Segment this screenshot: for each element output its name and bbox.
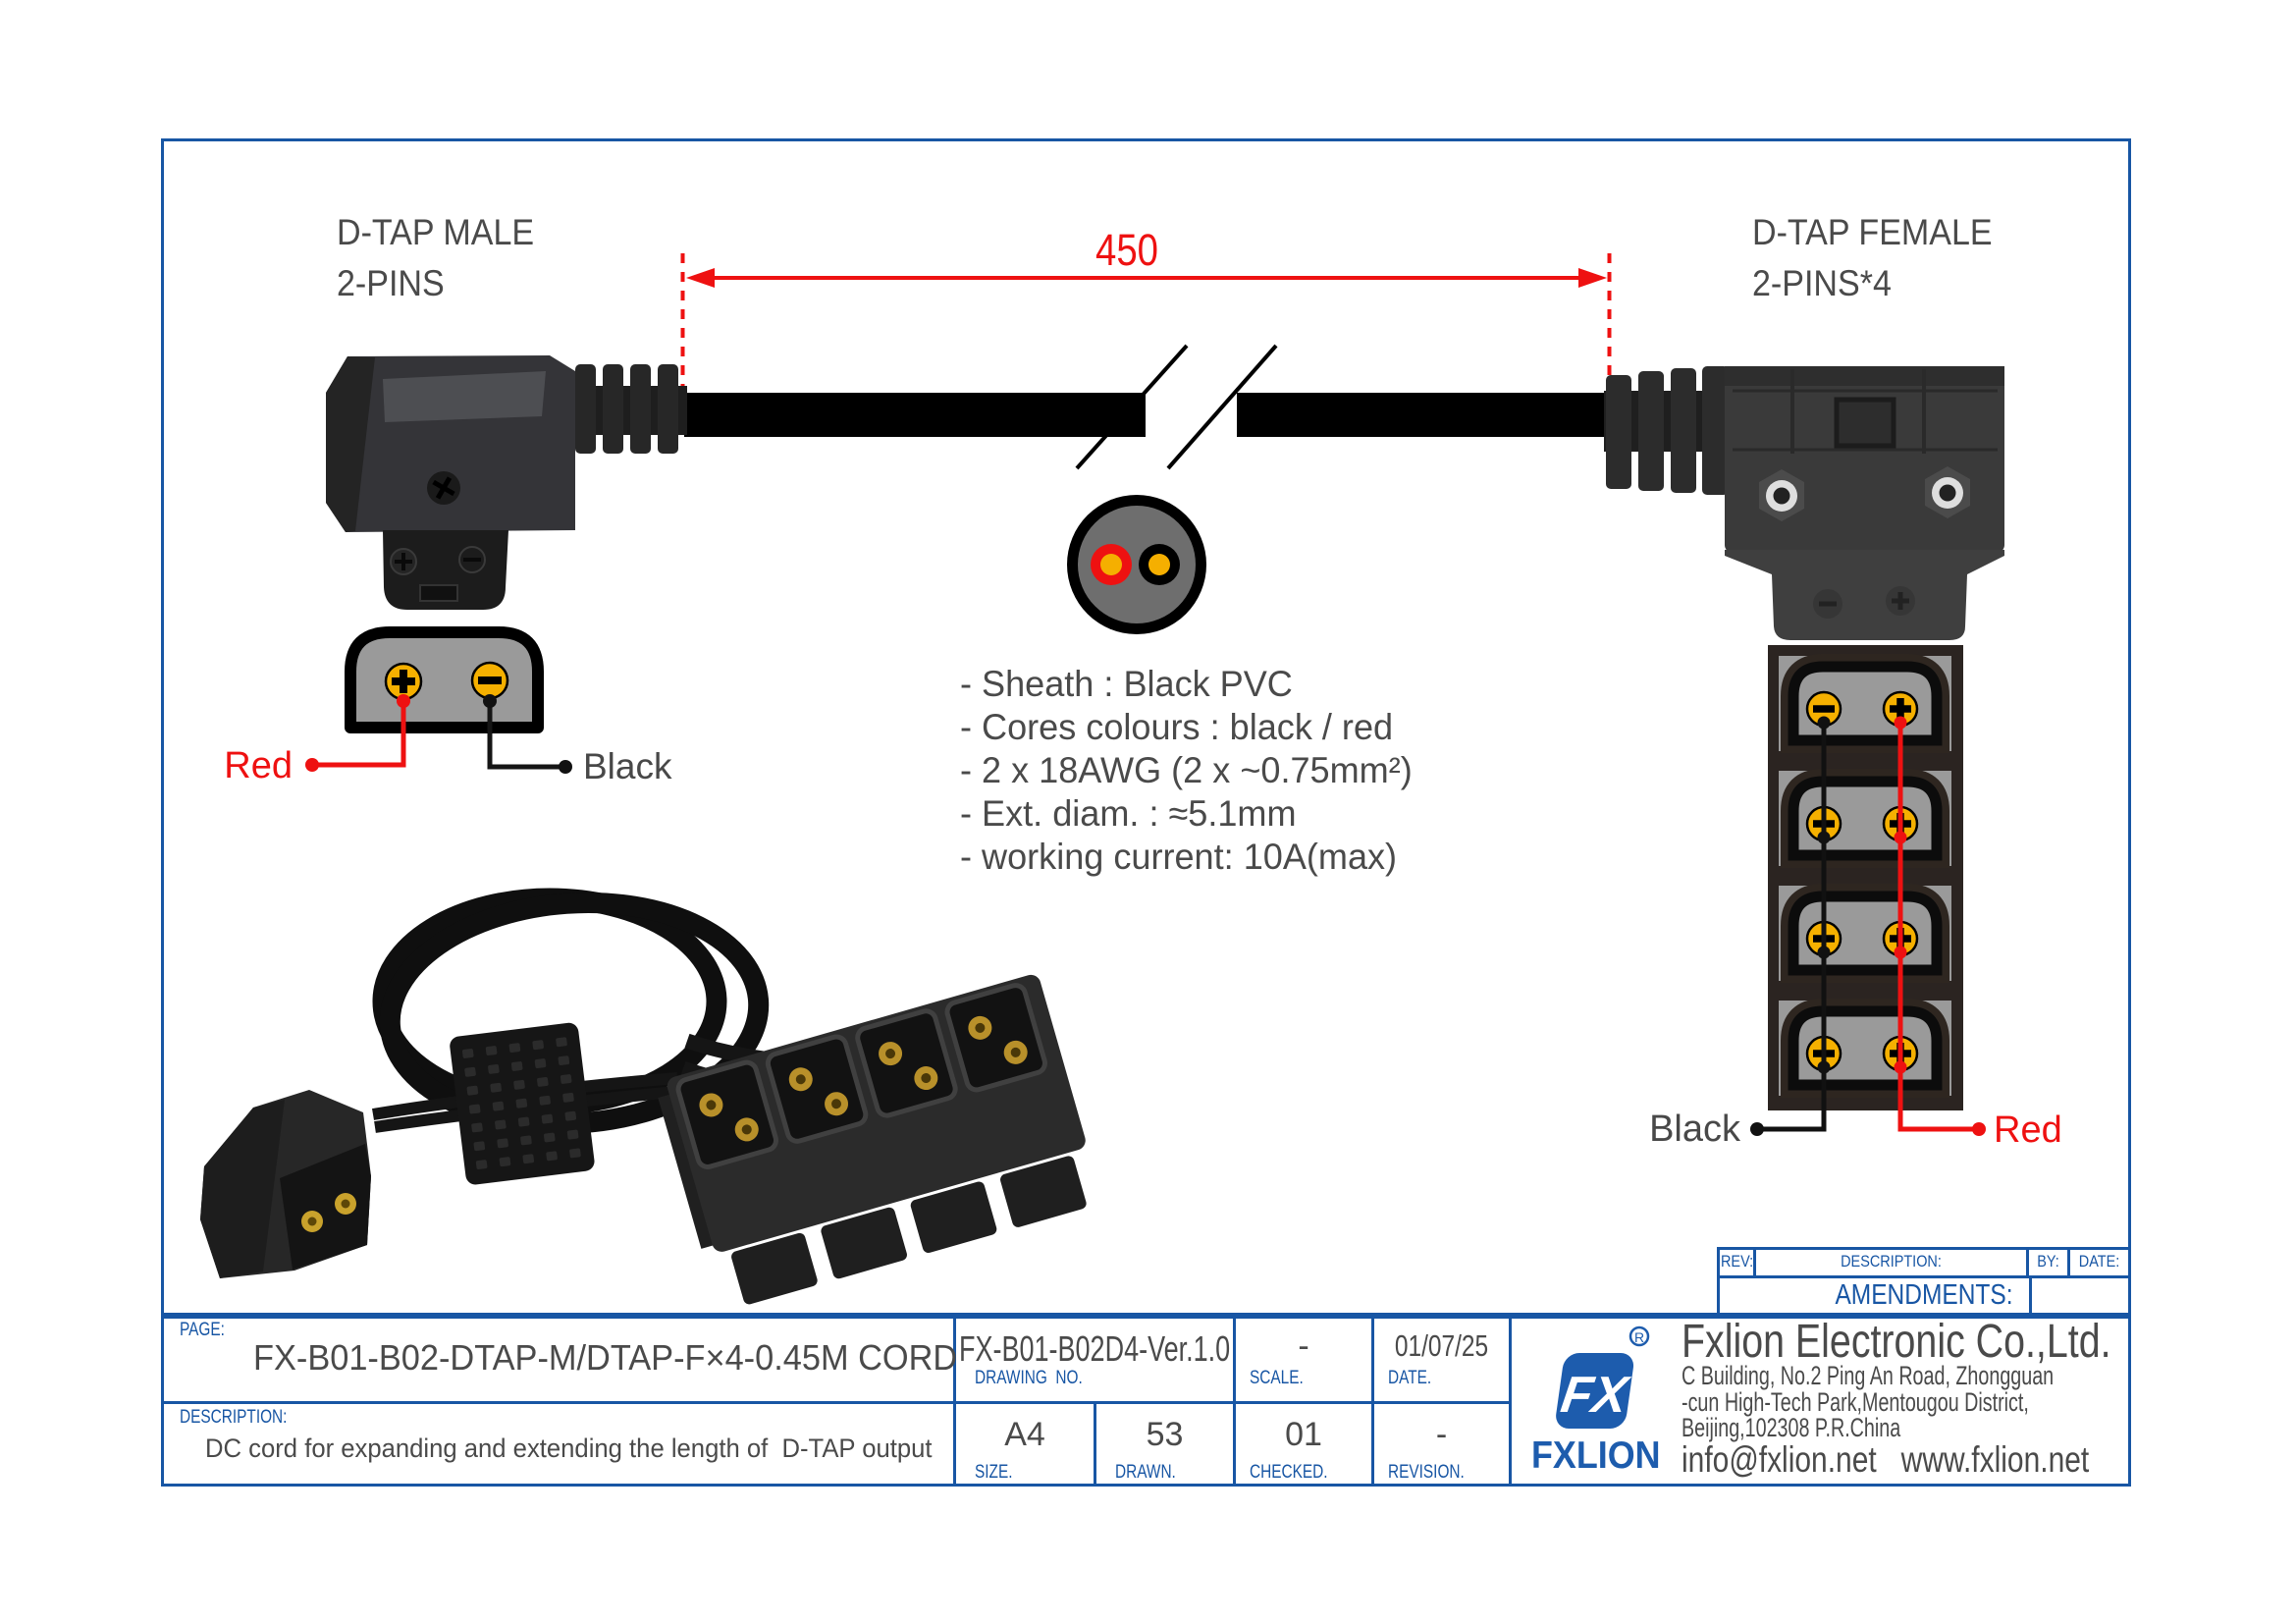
- svg-text:Red: Red: [224, 745, 293, 786]
- svg-text:Black: Black: [583, 746, 672, 786]
- svg-text:R: R: [1634, 1329, 1644, 1345]
- svg-text:FX: FX: [1558, 1367, 1634, 1424]
- svg-text:FXLION: FXLION: [1531, 1434, 1661, 1477]
- svg-text:Black: Black: [1649, 1109, 1741, 1150]
- svg-text:450: 450: [1095, 225, 1158, 275]
- svg-text:Red: Red: [1994, 1109, 2062, 1151]
